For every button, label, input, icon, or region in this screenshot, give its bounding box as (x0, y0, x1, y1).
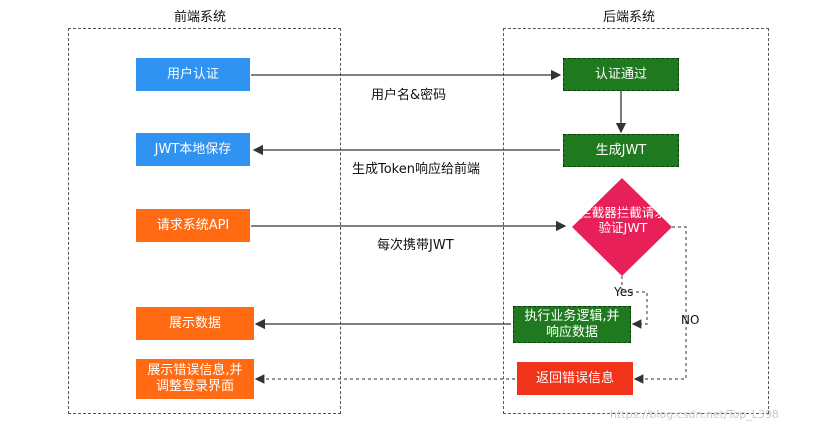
node-jwt-save-label: JWT本地保存 (154, 141, 232, 157)
backend-title: 后端系统 (603, 10, 656, 25)
watermark-text: https://blog.csdn.net/Top_L398 (610, 408, 779, 421)
edge-label-no: NO (681, 313, 700, 327)
node-exec-logic-line1: 执行业务逻辑,并 (524, 308, 620, 324)
node-show-data: 展示数据 (136, 307, 254, 340)
node-request-api: 请求系统API (136, 209, 250, 242)
node-gen-jwt-label: 生成JWT (595, 142, 647, 158)
node-show-error: 展示错误信息,并 调整登录界面 (136, 359, 254, 399)
edge-label-carry-jwt: 每次携带JWT (377, 238, 454, 253)
node-show-error-line2: 调整登录界面 (155, 379, 234, 394)
node-interceptor: 拦截器拦截请求 验证JWT (570, 205, 676, 235)
node-gen-jwt: 生成JWT (563, 134, 679, 167)
interceptor-diamond (572, 178, 672, 276)
node-request-api-label: 请求系统API (156, 217, 230, 233)
node-interceptor-line1: 拦截器拦截请求 (579, 205, 667, 220)
edge-label-token-response: 生成Token响应给前端 (352, 162, 480, 177)
node-show-error-line1: 展示错误信息,并 (147, 363, 243, 378)
node-jwt-save: JWT本地保存 (136, 133, 250, 166)
edge-no (633, 226, 687, 384)
node-return-error: 返回错误信息 (517, 362, 633, 395)
node-user-auth: 用户认证 (136, 58, 250, 91)
node-exec-logic-line2: 响应数据 (545, 324, 598, 340)
node-interceptor-line2: 验证JWT (598, 220, 648, 235)
edge-label-username-pwd: 用户名&密码 (371, 88, 447, 103)
frontend-title: 前端系统 (174, 10, 227, 25)
node-show-data-label: 展示数据 (168, 315, 221, 331)
edge-label-yes: Yes (614, 285, 634, 299)
backend-frame (503, 28, 769, 414)
frontend-frame (68, 28, 341, 414)
node-auth-pass: 认证通过 (563, 58, 679, 91)
node-exec-logic: 执行业务逻辑,并 响应数据 (513, 306, 631, 343)
node-return-error-label: 返回错误信息 (535, 370, 614, 386)
node-auth-pass-label: 认证通过 (594, 66, 647, 82)
node-user-auth-label: 用户认证 (166, 66, 219, 82)
